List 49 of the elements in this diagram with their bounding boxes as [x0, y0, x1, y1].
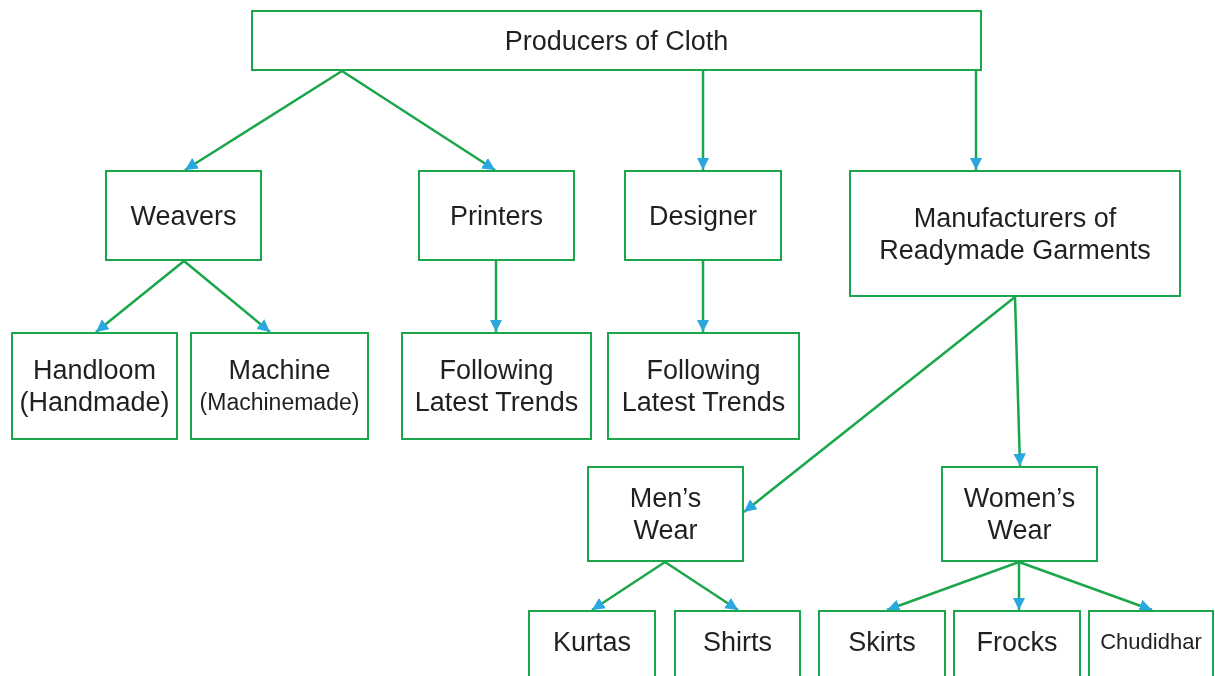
- text-box: [953, 610, 1081, 676]
- arrow: [969, 71, 983, 170]
- text-box: [251, 10, 982, 71]
- node-label: Machine: [228, 354, 331, 386]
- arrow: [95, 260, 185, 333]
- arrow: [591, 560, 666, 612]
- node-label: Skirts: [848, 626, 916, 658]
- node-label: Women’s Wear: [962, 482, 1077, 546]
- arrow: [183, 260, 271, 333]
- arrow: [886, 560, 1020, 612]
- node-label: Handloom: [32, 354, 157, 386]
- arrow: [664, 560, 739, 612]
- text-box: [11, 332, 178, 440]
- text-box: [401, 332, 592, 440]
- text-box: [849, 170, 1181, 297]
- node-label: Designer: [648, 199, 758, 232]
- node-label: (Handmade): [19, 386, 170, 418]
- arrow: [1018, 560, 1153, 612]
- arrow: [696, 71, 710, 170]
- text-box: [418, 170, 575, 261]
- arrow: [743, 296, 1016, 513]
- arrow: [341, 69, 496, 172]
- node-label: Frocks: [976, 626, 1058, 658]
- node-label: Manufacturers of Readymade Garments: [878, 201, 1152, 266]
- node-label: Following Latest Trends: [620, 354, 787, 418]
- node-label: (Machinemade): [199, 388, 360, 417]
- node-label: Chudidhar: [1100, 628, 1202, 656]
- arrow: [489, 261, 503, 332]
- node-label: Producers of Cloth: [504, 24, 729, 57]
- text-box: [587, 466, 744, 562]
- node-label: Men’s Wear: [628, 482, 703, 546]
- text-box: [607, 332, 800, 440]
- text-box: [528, 610, 656, 676]
- arrow: [696, 261, 710, 332]
- text-box: [941, 466, 1098, 562]
- text-box: [190, 332, 369, 440]
- text-box: [1088, 610, 1214, 676]
- arrow: [1013, 296, 1026, 467]
- text-box: [818, 610, 946, 676]
- arrow: [1012, 562, 1026, 610]
- text-box: [105, 170, 262, 261]
- node-label: Printers: [450, 199, 543, 232]
- text-box: [674, 610, 801, 676]
- text-box: [624, 170, 782, 261]
- node-label: Following Latest Trends: [413, 354, 580, 418]
- arrow: [184, 69, 343, 172]
- node-label: Kurtas: [552, 626, 631, 658]
- node-label: Weavers: [130, 199, 237, 232]
- node-label: Shirts: [703, 626, 772, 658]
